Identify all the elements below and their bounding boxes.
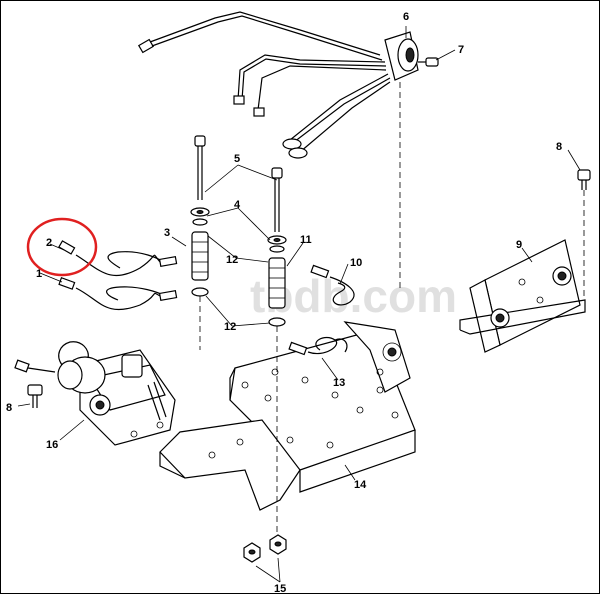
nuts (243, 534, 287, 563)
callout-8-right: 8 (556, 141, 562, 153)
washers (190, 207, 287, 253)
callout-7: 7 (458, 44, 464, 56)
callout-labels: 1 2 3 4 5 6 7 8 8 9 10 11 12 12 13 14 15… (6, 11, 562, 594)
callout-5: 5 (234, 153, 240, 165)
callout-16: 16 (46, 439, 58, 451)
right-cable-leads (288, 264, 355, 356)
callout-1: 1 (36, 268, 42, 280)
callout-12-upper: 12 (226, 254, 238, 266)
callout-13: 13 (333, 377, 345, 389)
cable-leads (58, 240, 178, 310)
leader-lines (17, 26, 581, 583)
callout-10: 10 (350, 257, 362, 269)
callout-2-highlight-circle (26, 217, 98, 277)
callout-8-left: 8 (6, 402, 12, 414)
callout-14: 14 (354, 479, 367, 491)
insulated-spacers (191, 231, 286, 540)
callout-15: 15 (274, 583, 286, 594)
callout-3: 3 (164, 227, 170, 239)
solenoid-relay (14, 341, 176, 446)
bolts (194, 135, 283, 232)
mounting-plate (159, 321, 416, 511)
callout-11: 11 (300, 234, 312, 246)
callout-2: 2 (46, 237, 52, 249)
callout-6: 6 (403, 11, 409, 23)
callout-9: 9 (516, 239, 522, 251)
callout-4: 4 (234, 199, 241, 211)
resistor-bracket (459, 169, 591, 353)
callout-12-lower: 12 (224, 321, 236, 333)
wiring-harness (137, 11, 439, 290)
